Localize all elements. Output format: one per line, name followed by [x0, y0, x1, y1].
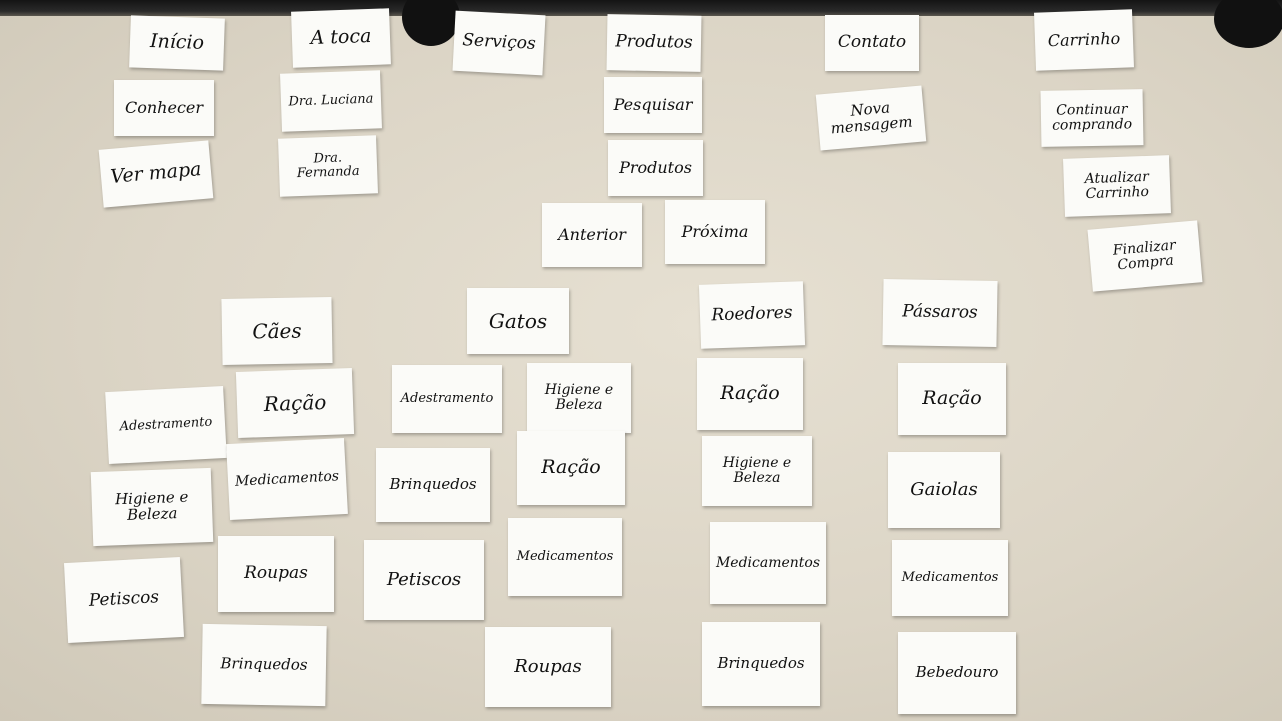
- card-roedores-medicamentos: Medicamentos: [710, 522, 826, 604]
- card-caes-adestramento: Adestramento: [105, 385, 227, 465]
- card-proxima: Próxima: [665, 200, 765, 264]
- card-text: Petiscos: [386, 568, 462, 590]
- card-text: Roupas: [514, 655, 582, 677]
- card-passaros: Pássaros: [882, 279, 998, 347]
- card-text: Pesquisar: [613, 94, 693, 114]
- card-dra-fernanda: Dra. Fernanda: [278, 135, 378, 197]
- card-text: Petiscos: [88, 587, 160, 611]
- card-caes: Cães: [221, 297, 333, 365]
- card-finalizar-compra: Finalizar Compra: [1087, 220, 1203, 292]
- card-roedores-racao: Ração: [697, 358, 803, 430]
- card-text: Higiene e Beleza: [722, 455, 792, 486]
- card-continuar-comprando: Continuar comprando: [1040, 89, 1144, 147]
- card-text: Dra. Fernanda: [296, 150, 360, 182]
- card-text: Produtos: [615, 31, 693, 53]
- card-text: Higiene e Beleza: [544, 382, 614, 413]
- card-nova-mensagem: Nova mensagem: [815, 85, 927, 151]
- card-gatos: Gatos: [467, 288, 569, 354]
- card-text: Bebedouro: [915, 663, 999, 682]
- card-text: Cães: [252, 318, 302, 343]
- card-text: Serviços: [461, 30, 537, 54]
- card-text: Brinquedos: [717, 654, 805, 673]
- card-passaros-bebedouro: Bebedouro: [898, 632, 1016, 714]
- card-caes-roupas: Roupas: [218, 536, 334, 612]
- card-text: Ração: [720, 382, 780, 405]
- card-conhecer: Conhecer: [114, 80, 214, 136]
- card-text: Início: [149, 30, 205, 54]
- card-atualizar-carrinho: Atualizar Carrinho: [1063, 155, 1171, 217]
- table-hole-right: [1214, 0, 1282, 48]
- card-gatos-medicamentos: Medicamentos: [508, 518, 622, 596]
- card-pesquisar: Pesquisar: [604, 77, 702, 133]
- card-text: Medicamentos: [715, 554, 821, 571]
- card-gatos-adestramento: Adestramento: [392, 365, 502, 433]
- card-text: Roupas: [244, 563, 308, 584]
- card-text: Medicamentos: [234, 467, 340, 490]
- card-text: Ração: [922, 387, 982, 410]
- card-text: Conhecer: [124, 97, 204, 117]
- card-text: Anterior: [558, 224, 626, 244]
- card-caes-brinquedos: Brinquedos: [201, 623, 327, 707]
- card-gatos-brinquedos: Brinquedos: [376, 448, 490, 522]
- card-produtos-sub: Produtos: [608, 140, 703, 196]
- card-text: Próxima: [681, 221, 749, 241]
- card-text: Nova mensagem: [829, 98, 914, 138]
- card-text: Pássaros: [902, 301, 978, 323]
- card-text: Ração: [263, 389, 327, 416]
- card-servicos: Serviços: [452, 10, 546, 76]
- card-caes-racao: Ração: [235, 367, 355, 439]
- card-passaros-medicamentos: Medicamentos: [892, 540, 1008, 616]
- card-text: Carrinho: [1047, 28, 1121, 50]
- card-text: Gaiolas: [910, 478, 978, 500]
- card-produtos-top: Produtos: [606, 14, 702, 72]
- card-text: A toca: [310, 24, 372, 50]
- card-contato: Contato: [825, 15, 919, 71]
- card-text: Medicamentos: [516, 549, 614, 565]
- card-roedores-higiene: Higiene e Beleza: [702, 436, 812, 506]
- card-text: Brinquedos: [220, 654, 308, 674]
- card-text: Continuar comprando: [1052, 101, 1133, 134]
- card-text: Atualizar Carrinho: [1084, 169, 1150, 203]
- card-caes-petiscos: Petiscos: [63, 557, 185, 643]
- card-a-toca: A toca: [291, 8, 391, 68]
- card-roedores: Roedores: [698, 281, 806, 349]
- card-text: Adestramento: [400, 391, 494, 407]
- card-text: Produtos: [619, 157, 692, 177]
- card-text: Ver mapa: [109, 158, 203, 188]
- card-text: Adestramento: [119, 414, 213, 435]
- card-text: Ração: [541, 456, 601, 479]
- card-text: Finalizar Compra: [1112, 237, 1177, 274]
- table-hole-left: [402, 0, 460, 46]
- card-gatos-racao: Ração: [517, 431, 625, 505]
- card-carrinho: Carrinho: [1034, 9, 1134, 71]
- card-roedores-brinquedos: Brinquedos: [702, 622, 820, 706]
- card-dra-luciana: Dra. Luciana: [280, 70, 382, 132]
- card-text: Brinquedos: [389, 475, 477, 494]
- card-passaros-gaiolas: Gaiolas: [888, 452, 1000, 528]
- card-gatos-roupas: Roupas: [485, 627, 611, 707]
- card-text: Dra. Luciana: [288, 91, 374, 110]
- card-text: Gatos: [488, 308, 548, 333]
- card-gatos-petiscos: Petiscos: [364, 540, 484, 620]
- card-caes-higiene: Higiene e Beleza: [90, 467, 214, 547]
- card-text: Contato: [837, 32, 907, 53]
- card-passaros-racao: Ração: [898, 363, 1006, 435]
- card-text: Medicamentos: [901, 570, 999, 586]
- card-inicio: Início: [129, 15, 225, 71]
- card-gatos-higiene: Higiene e Beleza: [527, 363, 631, 433]
- card-text: Roedores: [711, 302, 793, 326]
- card-caes-medicamentos: Medicamentos: [226, 437, 348, 521]
- card-ver-mapa: Ver mapa: [98, 140, 214, 208]
- card-text: Higiene e Beleza: [114, 487, 189, 524]
- card-anterior: Anterior: [542, 203, 642, 267]
